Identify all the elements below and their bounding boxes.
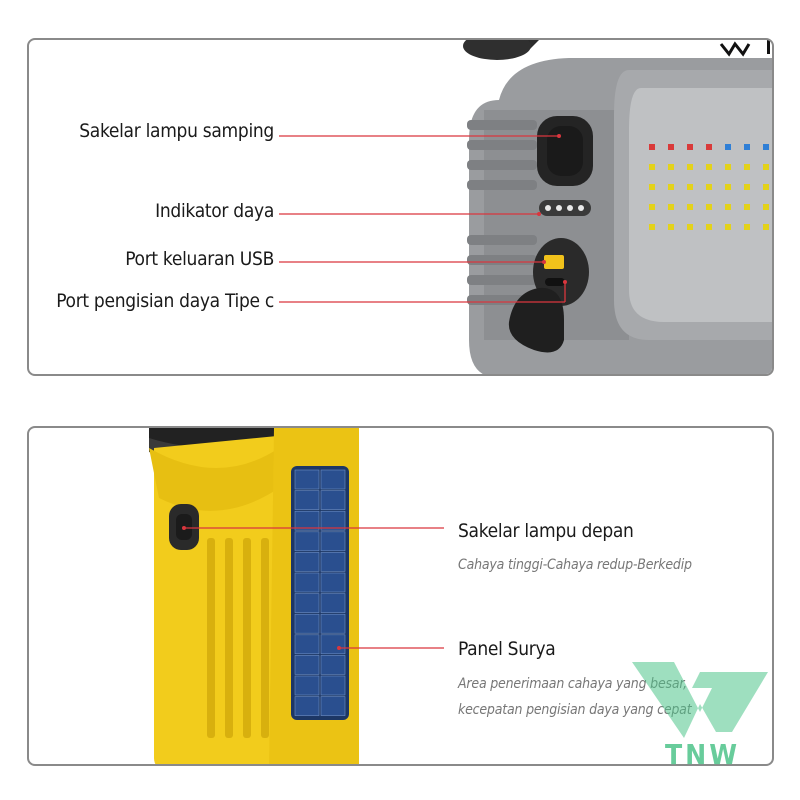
label-solar-panel: Panel Surya — [458, 638, 556, 660]
bottom-device-illustration — [149, 428, 444, 764]
desc-solar-line2: kecepatan pengisian daya yang cepat — [458, 702, 692, 718]
desc-solar-line1: Area penerimaan cahaya yang besar, — [458, 676, 687, 692]
top-device-illustration — [279, 40, 772, 374]
usb-port-icon — [544, 255, 564, 269]
typec-port-icon — [545, 278, 565, 286]
top-product-panel — [27, 38, 774, 376]
label-front-switch: Sakelar lampu depan — [458, 520, 634, 542]
desc-front-switch: Cahaya tinggi-Cahaya redup-Berkedip — [458, 557, 692, 573]
watermark-text: TNW — [665, 738, 741, 771]
bottom-product-panel — [27, 426, 774, 766]
label-usb-output: Port keluaran USB — [125, 248, 274, 270]
label-typec-port: Port pengisian daya Tipe c — [56, 290, 274, 312]
led-grid — [649, 144, 769, 230]
tnw-logo-icon — [632, 662, 768, 738]
label-side-switch: Sakelar lampu samping — [79, 120, 274, 142]
label-power-indicator: Indikator daya — [155, 200, 274, 222]
